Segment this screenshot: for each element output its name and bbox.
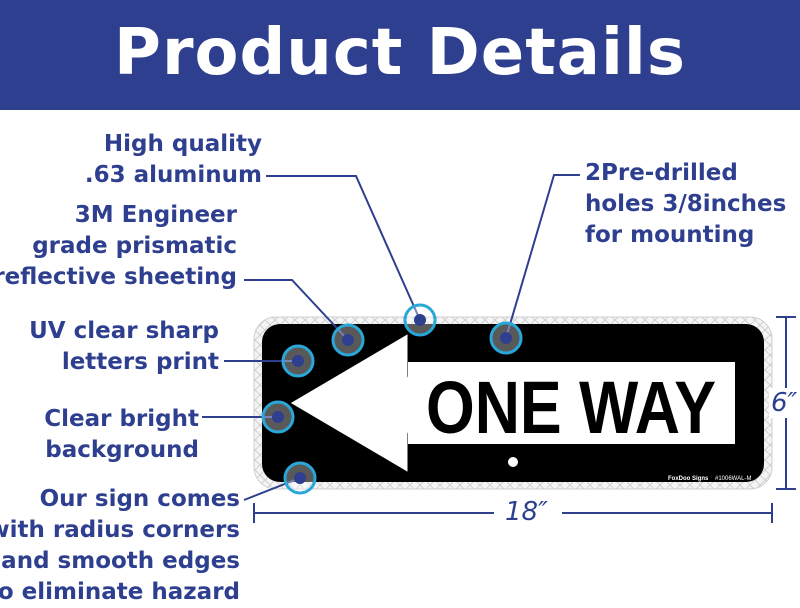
feature-corners-line-2: with radius corners: [0, 517, 240, 543]
feature-holes-line-3: for mounting: [585, 222, 755, 248]
callout-marker-sheeting: [331, 323, 365, 357]
leader-sheeting: [244, 279, 349, 341]
feature-aluminum-line-1: High quality: [103, 131, 262, 157]
page-title: Product Details: [114, 16, 686, 90]
sign-text: ONE WAY: [426, 366, 716, 449]
leader-aluminum: [266, 175, 421, 321]
leader-holes: [505, 174, 580, 339]
callout-marker-uv: [281, 344, 315, 378]
callout-marker-holes: [489, 321, 523, 355]
callout-marker-corners: [283, 461, 317, 495]
feature-holes-line-1: 2Pre-drilled: [585, 160, 738, 186]
feature-holes-line-2: holes 3/8inches: [585, 191, 787, 217]
feature-aluminum-line-2: .63 aluminum: [84, 162, 262, 188]
feature-background-line-1: Clear bright: [44, 406, 199, 432]
header-banner: Product Details: [0, 0, 800, 110]
leader-corners: [243, 477, 301, 501]
width-dimension-label: 18″: [505, 497, 548, 527]
feature-sheeting-line-2: grade prismatic: [32, 233, 237, 259]
feature-corners: Our sign comes with radius corners and s…: [0, 484, 240, 608]
feature-uv-line-1: UV clear sharp: [29, 318, 219, 344]
callout-marker-background: [261, 400, 295, 434]
feature-holes: 2Pre-drilled holes 3/8inches for mountin…: [585, 158, 786, 251]
feature-corners-line-1: Our sign comes: [39, 486, 240, 512]
feature-sheeting: 3M Engineer grade prismatic reflective s…: [0, 200, 237, 293]
callout-marker-aluminum: [403, 303, 437, 337]
feature-aluminum: High quality .63 aluminum: [85, 129, 262, 191]
feature-background-line-2: background: [45, 437, 199, 463]
feature-background: Clear bright background: [44, 404, 199, 466]
feature-uv-line-2: letters print: [61, 349, 219, 375]
feature-corners-line-4: to eliminate hazard: [0, 579, 240, 605]
height-dimension-label: 6″: [769, 388, 800, 418]
width-dimension-line: [253, 503, 773, 523]
sign-sku-label: #1006WAL-M: [715, 476, 751, 482]
feature-sheeting-line-1: 3M Engineer: [74, 202, 237, 228]
sign-text-panel: [408, 362, 735, 444]
feature-corners-line-3: and smooth edges: [1, 548, 240, 574]
mounting-hole-bottom: [508, 457, 518, 467]
feature-sheeting-line-3: reflective sheeting: [0, 264, 237, 290]
feature-uv: UV clear sharp letters print: [29, 316, 219, 378]
sign-brand-label: FoxDoo Signs: [668, 476, 709, 482]
